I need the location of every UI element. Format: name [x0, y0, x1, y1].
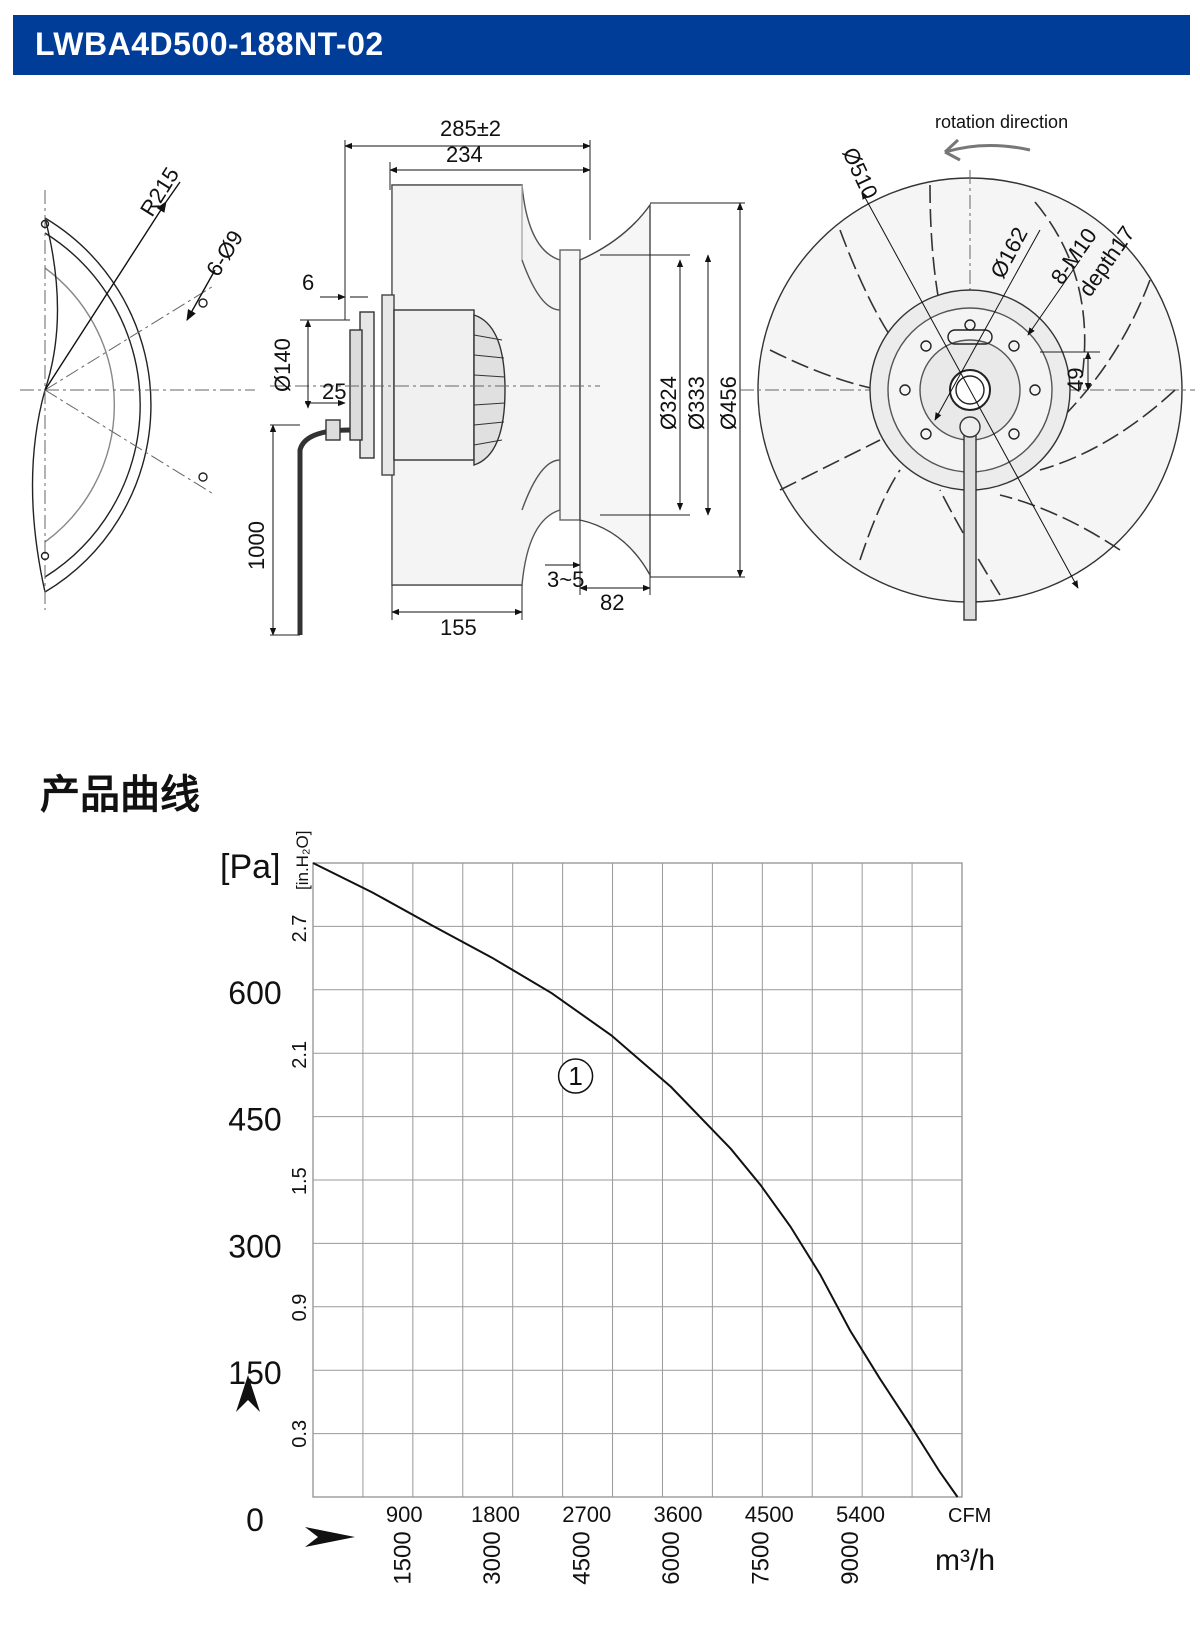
left-flange-view	[20, 181, 255, 610]
x-tick-m3h: 6000	[658, 1531, 685, 1584]
dim-outer-diameter: Ø510	[837, 144, 882, 203]
rotation-direction-label: rotation direction	[935, 112, 1068, 132]
x-tick-m3h: 3000	[479, 1531, 506, 1584]
x-unit-m3h: m³/h	[935, 1544, 995, 1577]
x-unit-cfm: CFM	[948, 1505, 991, 1527]
curve-layer: 1	[312, 862, 959, 1498]
dim-hub-diameter: Ø140	[270, 338, 295, 392]
axis-labels: [Pa] [in.H₂O] CFM m³/h	[220, 831, 995, 1578]
curve-label-circle	[557, 1058, 594, 1094]
y-tick-pa: 600	[228, 975, 281, 1011]
x-tick-cfm: 4500	[745, 1502, 794, 1527]
x-tick-m3h: 9000	[837, 1531, 864, 1584]
x-tick-m3h: 4500	[569, 1531, 596, 1584]
y-tick-pa: 300	[228, 1228, 281, 1264]
side-view	[269, 140, 745, 636]
y-tick-pa: 0	[246, 1502, 264, 1538]
y-unit-left: [Pa]	[220, 848, 280, 886]
front-view	[740, 138, 1195, 621]
holes-label: 6-Ø9	[201, 226, 248, 281]
x-tick-cfm: 2700	[562, 1502, 611, 1527]
curve-label: 1	[568, 1061, 582, 1091]
dim-cable-length: 1000	[244, 521, 269, 570]
dim-diameter-324: Ø324	[656, 376, 681, 430]
y-axis-arrow-icon	[236, 1375, 260, 1412]
x-tick-m3h: 7500	[748, 1531, 775, 1584]
chart-grid: 0 150 300 450 600 0.3 0.9 1.5 2.1 2.7 900 1800 2700 3…	[228, 862, 963, 1585]
y-tick-inh2o: 1.5	[289, 1167, 311, 1195]
title-banner: LWBA4D500-188NT-02	[13, 15, 1190, 75]
technical-drawing: R215 6-Ø9	[20, 112, 1195, 640]
dim-offset: 49	[1063, 368, 1088, 392]
dim-flange-offset: 6	[302, 270, 314, 295]
x-tick-cfm: 5400	[836, 1502, 885, 1527]
x-axis-arrow-icon	[305, 1527, 355, 1547]
dim-hub-offset: 25	[322, 379, 346, 404]
radius-label: R215	[135, 163, 184, 221]
y-tick-pa: 150	[228, 1355, 281, 1391]
dim-overall-length: 285±2	[440, 116, 501, 141]
x-tick-cfm: 900	[386, 1502, 423, 1527]
x-tick-cfm: 1800	[471, 1502, 520, 1527]
model-title: LWBA4D500-188NT-02	[35, 26, 384, 62]
y-unit-right: [in.H₂O]	[293, 831, 312, 891]
x-tick-m3h: 1500	[390, 1531, 417, 1584]
y-tick-inh2o: 0.3	[289, 1420, 311, 1448]
section-title: 产品曲线	[40, 772, 200, 818]
y-tick-inh2o: 2.7	[289, 915, 311, 943]
performance-curve	[312, 862, 959, 1498]
dim-diameter-333: Ø333	[684, 376, 709, 430]
dim-inlet-depth: 82	[600, 590, 624, 615]
dim-blade-depth: 155	[440, 615, 477, 640]
y-tick-pa: 450	[228, 1102, 281, 1138]
y-tick-inh2o: 0.9	[289, 1294, 311, 1322]
dim-diameter-456: Ø456	[716, 376, 741, 430]
y-tick-inh2o: 2.1	[289, 1041, 311, 1069]
x-tick-cfm: 3600	[654, 1502, 703, 1527]
performance-chart: 0 150 300 450 600 0.3 0.9 1.5 2.1 2.7 900 1800 2700 3…	[220, 831, 995, 1585]
axis-direction-arrows	[236, 1375, 355, 1547]
dim-gap: 3~5	[547, 567, 584, 592]
dim-body-length: 234	[446, 142, 483, 167]
